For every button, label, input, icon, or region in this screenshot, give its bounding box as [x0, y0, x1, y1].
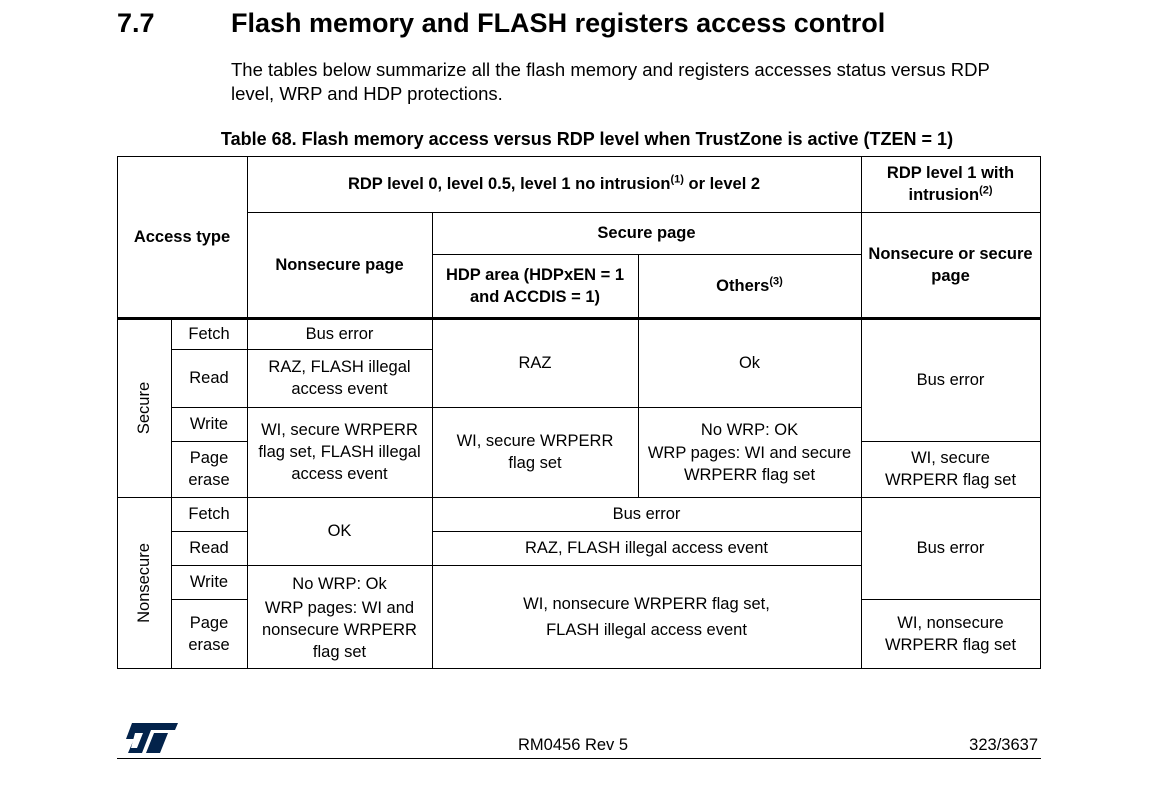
header-ns-or-s-page: Nonsecure or secure page: [860, 211, 1041, 319]
header-text: RDP level 1 with intrusion(2): [886, 164, 1015, 204]
cell: OK: [246, 496, 433, 566]
group-secure: Secure: [116, 317, 172, 498]
op-fetch: Fetch: [170, 496, 248, 532]
intro-paragraph: The tables below summarize all the flash…: [231, 59, 990, 104]
header-nonsecure-page: Nonsecure page: [246, 211, 433, 319]
cell: WI, nonsecure WRPERR flag set: [860, 598, 1041, 669]
header-divider: [117, 317, 1041, 320]
header-text: Access type: [133, 228, 231, 246]
cell: RAZ, FLASH illegal access event: [431, 530, 862, 566]
header-hdp-area: HDP area (HDPxEN = 1 and ACCDIS = 1): [431, 253, 639, 319]
table-caption: Table 68. Flash memory access versus RDP…: [220, 129, 954, 149]
op-page-erase: Page erase: [170, 598, 248, 669]
op-page-erase: Page erase: [170, 440, 248, 498]
op-write: Write: [170, 564, 248, 600]
cell: Ok: [637, 317, 862, 408]
cell: RAZ, FLASH illegal access event: [246, 348, 433, 408]
cell: Bus error: [860, 317, 1041, 442]
cell: Bus error: [246, 317, 433, 350]
op-read: Read: [170, 348, 248, 408]
cell: WI, secure WRPERR flag set: [860, 440, 1041, 498]
op-write: Write: [170, 406, 248, 442]
header-secure-page: Secure page: [431, 211, 862, 255]
cell: WI, nonsecure WRPERR flag set, FLASH ill…: [431, 564, 862, 669]
section-title: Flash memory and FLASH registers access …: [231, 8, 886, 38]
op-read: Read: [170, 530, 248, 566]
op-fetch: Fetch: [170, 317, 248, 350]
footer-page-number: 323/3637: [969, 736, 1038, 754]
footer-doc-id: RM0456 Rev 5: [518, 736, 629, 754]
st-logo: [124, 721, 184, 760]
header-rdp-group: RDP level 0, level 0.5, level 1 no intru…: [246, 155, 862, 213]
cell: Bus error: [860, 496, 1041, 600]
footer-rule: [117, 758, 1041, 759]
cell: Bus error: [431, 496, 862, 532]
group-nonsecure: Nonsecure: [116, 496, 172, 669]
header-intrusion: RDP level 1 with intrusion(2): [860, 155, 1041, 213]
cell: RAZ: [431, 317, 639, 408]
header-access-type: Access type: [116, 155, 248, 319]
cell: WI, secure WRPERR flag set, FLASH illega…: [246, 406, 433, 498]
header-others: Others(3): [637, 253, 862, 319]
cell: WI, secure WRPERR flag set: [431, 406, 639, 498]
header-text: RDP level 0, level 0.5, level 1 no intru…: [347, 173, 761, 193]
section-number: 7.7: [117, 8, 155, 38]
